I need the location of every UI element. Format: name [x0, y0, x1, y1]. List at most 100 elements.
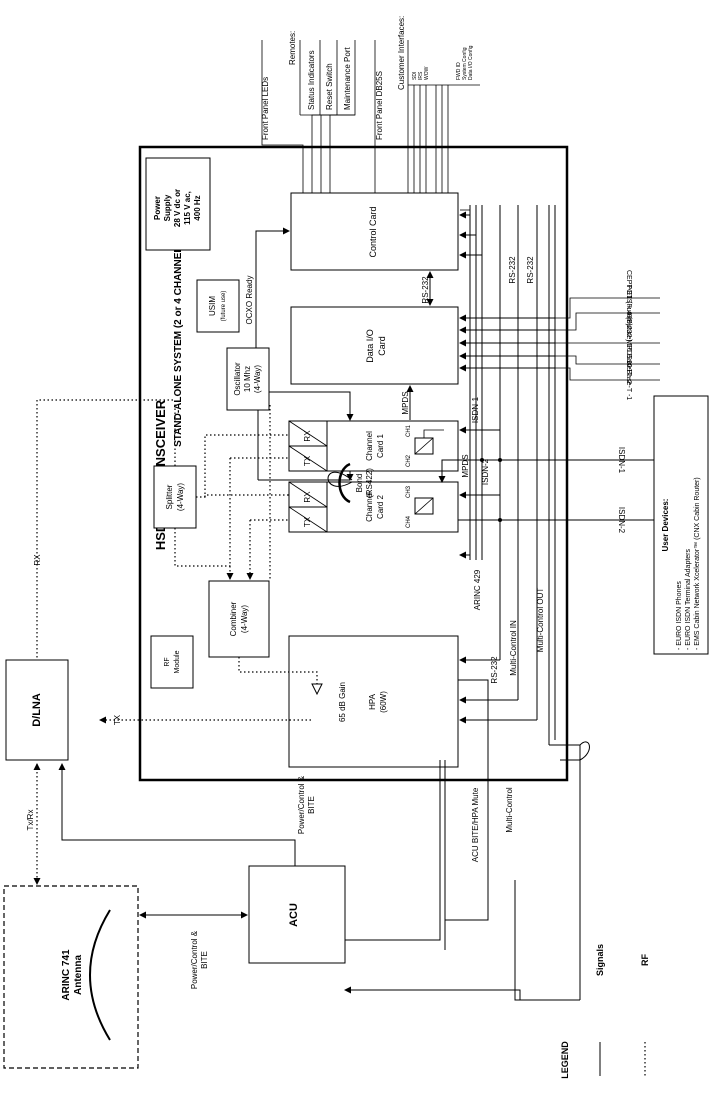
signal-bus: [460, 205, 556, 745]
user-device-2: - EURO ISDN Terminal Adapters: [685, 548, 692, 650]
mpds-label-2: MPDS: [461, 454, 470, 477]
user-devices-title: User Devices:: [661, 499, 670, 552]
rf-module-box: [150, 635, 194, 689]
isdn1-external-label: ISDN-1: [617, 447, 626, 474]
dlna-label: D/LNA: [31, 693, 43, 727]
ocxo-ready-label: OCXO Ready: [245, 276, 254, 325]
transceiver-enclosure: [138, 145, 569, 782]
acu-label: ACU: [288, 903, 300, 927]
ci-irs: IRS: [418, 71, 424, 80]
power-control-bite-label-2: Power/Control & BITE: [190, 930, 209, 989]
antenna-label: ARINC 741 Antenna: [61, 949, 84, 1001]
rx-label: RX: [33, 554, 42, 566]
acu-box: [248, 865, 346, 964]
status-indicators-label: Status Indicators: [307, 50, 316, 110]
svg-text:Bond: Bond: [355, 474, 364, 493]
power-supply-box: [145, 157, 211, 251]
multi-control-label: Multi-Control: [505, 787, 514, 833]
rs232-internal-label: RS-232: [421, 276, 430, 304]
external-ports: [555, 297, 660, 381]
port-10baset-1: 10 Base-T -1: [625, 360, 632, 400]
svg-text:Card 1: Card 1: [376, 433, 385, 458]
acu-bite-mute-label: ACU BITE/HPA Mute: [471, 787, 480, 862]
hpa-gain-label: 65 dB Gain: [338, 682, 347, 722]
dlna-box: [5, 659, 69, 761]
top-connections: [261, 40, 480, 193]
ci-system-config: System Config: [462, 47, 468, 80]
svg-text:(4-Way): (4-Way): [240, 605, 249, 633]
svg-text:Card: Card: [377, 336, 387, 356]
svg-text:(4-Way): (4-Way): [253, 365, 262, 393]
svg-text:(future use): (future use): [221, 291, 227, 322]
ci-data-io-config: Data I/O Config: [468, 45, 474, 80]
ch1-rx-label: RX: [303, 430, 312, 442]
svg-text:Supply: Supply: [163, 194, 172, 221]
usim-label: USIM (future use): [208, 291, 227, 322]
ch2-tx-label: TX: [303, 516, 312, 527]
reset-switch-label: Reset Switch: [325, 63, 334, 110]
multi-in-label: Multi-Control IN: [509, 620, 518, 676]
svg-text:(RS422): (RS422): [365, 468, 374, 498]
legend-signals-label: Signals: [595, 944, 605, 976]
legend-rf-label: RF: [640, 954, 650, 966]
svg-text:Power/Control &: Power/Control &: [297, 775, 306, 834]
port-pots: POTS x 4 (Future): [625, 284, 632, 341]
svg-text:Power: Power: [153, 196, 162, 220]
ci-sdi: SDI: [412, 72, 418, 80]
multi-out-label: Multi-Control OUT: [536, 588, 545, 653]
svg-text:USIM: USIM: [208, 296, 217, 316]
oscillator-box: [226, 347, 270, 411]
svg-text:(4-Way): (4-Way): [176, 483, 185, 511]
arinc429-label: ARINC 429: [473, 569, 482, 610]
legend-title: LEGEND: [560, 1041, 570, 1079]
data-io-box: [290, 306, 459, 385]
svg-text:Channel: Channel: [365, 431, 374, 461]
splitter-label: Splitter (4-Way): [165, 483, 185, 511]
ci-wow: WOW: [424, 66, 430, 80]
ch1-tx-label: TX: [303, 455, 312, 466]
power-control-bite-label-1: Power/Control & BITE: [297, 775, 316, 834]
svg-text:(60W): (60W): [379, 691, 388, 713]
ch2-label: CH2: [406, 454, 412, 467]
svg-text:BITE: BITE: [307, 796, 316, 814]
control-card-box: [290, 192, 459, 271]
svg-text:400 Hz: 400 Hz: [193, 195, 202, 220]
rs232-label-a: RS-232: [508, 256, 517, 284]
usim-box: [196, 279, 240, 333]
channel-card-1-label: Channel Card 1: [365, 431, 385, 461]
svg-text:HPA: HPA: [368, 693, 377, 710]
control-card-label: Control Card: [368, 206, 378, 257]
rs232-label-b: RS-232: [526, 256, 535, 284]
ch4-label: CH4: [406, 515, 412, 528]
data-io-label: Data I/O Card: [365, 329, 387, 363]
port-rs232-mpds: RS-232 MPDS X 1: [625, 314, 632, 372]
svg-text:Card 2: Card 2: [376, 494, 385, 519]
ch3-label: CH3: [406, 485, 412, 498]
transceiver-subtitle: STAND-ALONE SYSTEM (2 or 4 CHANNEL): [173, 243, 184, 447]
front-panel-leds-label: Front Panel LEDs: [261, 77, 270, 140]
user-device-1: - EURO ISDN Phones: [676, 581, 683, 650]
port-10baset-2: 10 Base-T -2: [625, 344, 632, 384]
user-devices-box: [653, 395, 709, 655]
svg-text:RF: RF: [164, 657, 171, 666]
svg-text:Module: Module: [174, 650, 181, 673]
customer-interfaces-title: Customer Interfaces:: [397, 16, 406, 90]
rf-module-label: RF Module: [164, 650, 181, 673]
svg-text:115 V ac,: 115 V ac,: [183, 191, 192, 225]
oscillator-label: Oscillator 10 Mhz (4-Way): [233, 362, 262, 396]
ci-fwd-id: FWD ID: [456, 62, 462, 80]
svg-text:28 V dc or: 28 V dc or: [173, 189, 182, 227]
svg-text:ARINC 741: ARINC 741: [61, 949, 72, 1001]
channel-card-2-label: Channel Card 2: [365, 492, 385, 522]
power-supply-label: Power Supply 28 V dc or 115 V ac, 400 Hz: [153, 189, 202, 227]
txrx-label: Tx/Rx: [26, 810, 35, 831]
bond-label: Bond (RS422): [355, 468, 374, 498]
svg-text:BITE: BITE: [200, 951, 209, 969]
port-cept-e1: CEPT-E1 (Future): [625, 270, 632, 326]
hpa-box: [288, 635, 459, 768]
svg-text:Splitter: Splitter: [165, 484, 174, 509]
combiner-label: Combiner (4-Way): [229, 601, 249, 636]
svg-text:Combiner: Combiner: [229, 601, 238, 636]
remotes-title: Remotes:: [288, 31, 297, 65]
